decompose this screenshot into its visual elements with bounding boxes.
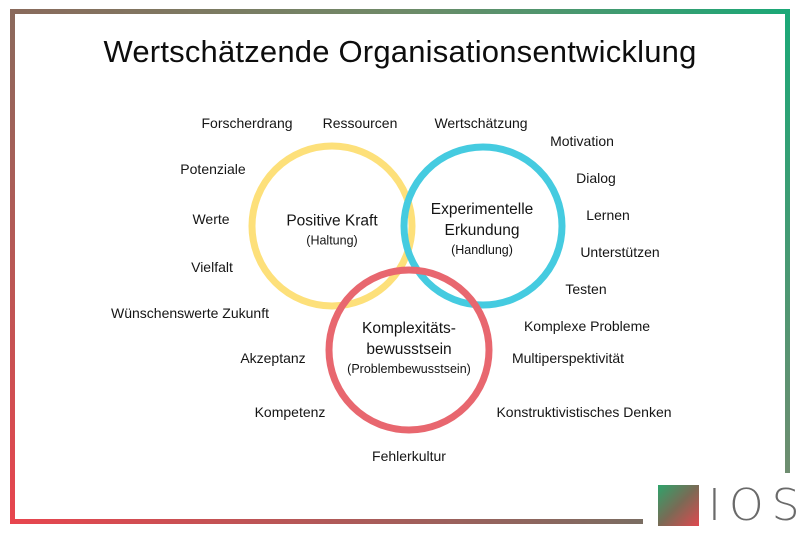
- komplexitaetsbewusstsein-title-line1: Komplexitäts-: [362, 320, 456, 337]
- circle-positive-kraft: [248, 142, 416, 310]
- frame-left: [10, 9, 15, 524]
- komplexitaetsbewusstsein-title-line2: bewusstsein: [366, 341, 452, 358]
- keyword-unterstuetzen: Unterstützen: [580, 244, 660, 260]
- experimentelle-erkundung-subtitle: (Handlung): [451, 243, 513, 257]
- komplexitaetsbewusstsein-label: Komplexitäts- bewusstsein (Problembewuss…: [347, 318, 471, 378]
- experimentelle-erkundung-title-line1: Experimentelle: [430, 201, 534, 218]
- keyword-potenziale: Potenziale: [180, 161, 246, 177]
- circle-experimentelle-erkundung: [400, 143, 566, 309]
- keyword-dialog: Dialog: [576, 170, 616, 186]
- keyword-lernen: Lernen: [586, 207, 630, 223]
- page-title: Wertschätzende Organisationsentwicklung: [103, 34, 697, 69]
- circle-komplexitaetsbewusstsein: [325, 266, 493, 434]
- keyword-forscherdrang: Forscherdrang: [201, 115, 293, 131]
- frame-bottom: [10, 519, 643, 524]
- keyword-multiperspektivitaet: Multiperspektivität: [511, 350, 625, 366]
- keyword-fehlerkultur: Fehlerkultur: [372, 448, 446, 464]
- positive-kraft-subtitle: (Haltung): [306, 233, 358, 248]
- keyword-ressourcen: Ressourcen: [322, 115, 398, 131]
- keyword-werte: Werte: [192, 211, 230, 227]
- keyword-kompetenz: Kompetenz: [254, 404, 326, 420]
- keyword-konstruktivistisches-denken: Konstruktivistisches Denken: [496, 404, 672, 420]
- gradient-square-logo-icon: [658, 485, 699, 526]
- experimentelle-erkundung-title-line2: Erkundung: [444, 222, 520, 239]
- keyword-komplexe-probleme: Komplexe Probleme: [523, 318, 651, 334]
- positive-kraft-title: Positive Kraft: [286, 212, 378, 230]
- frame-top: [10, 9, 790, 14]
- ios-logo: IOS: [658, 480, 800, 531]
- positive-kraft-label: Positive Kraft (Haltung): [286, 211, 377, 250]
- keyword-motivation: Motivation: [550, 133, 614, 149]
- keyword-vielfalt: Vielfalt: [191, 259, 233, 275]
- experimentelle-erkundung-label: Experimentelle Erkundung (Handlung): [431, 199, 534, 259]
- keyword-wertschaetzung: Wertschätzung: [434, 115, 528, 131]
- logo-text: IOS: [708, 480, 800, 531]
- keyword-testen: Testen: [565, 281, 607, 297]
- keyword-wuenschenswerte-zukunft: Wünschenswerte Zukunft: [111, 305, 269, 321]
- keyword-akzeptanz: Akzeptanz: [240, 350, 306, 366]
- komplexitaetsbewusstsein-subtitle: (Problembewusstsein): [347, 362, 471, 376]
- frame-right: [785, 9, 790, 473]
